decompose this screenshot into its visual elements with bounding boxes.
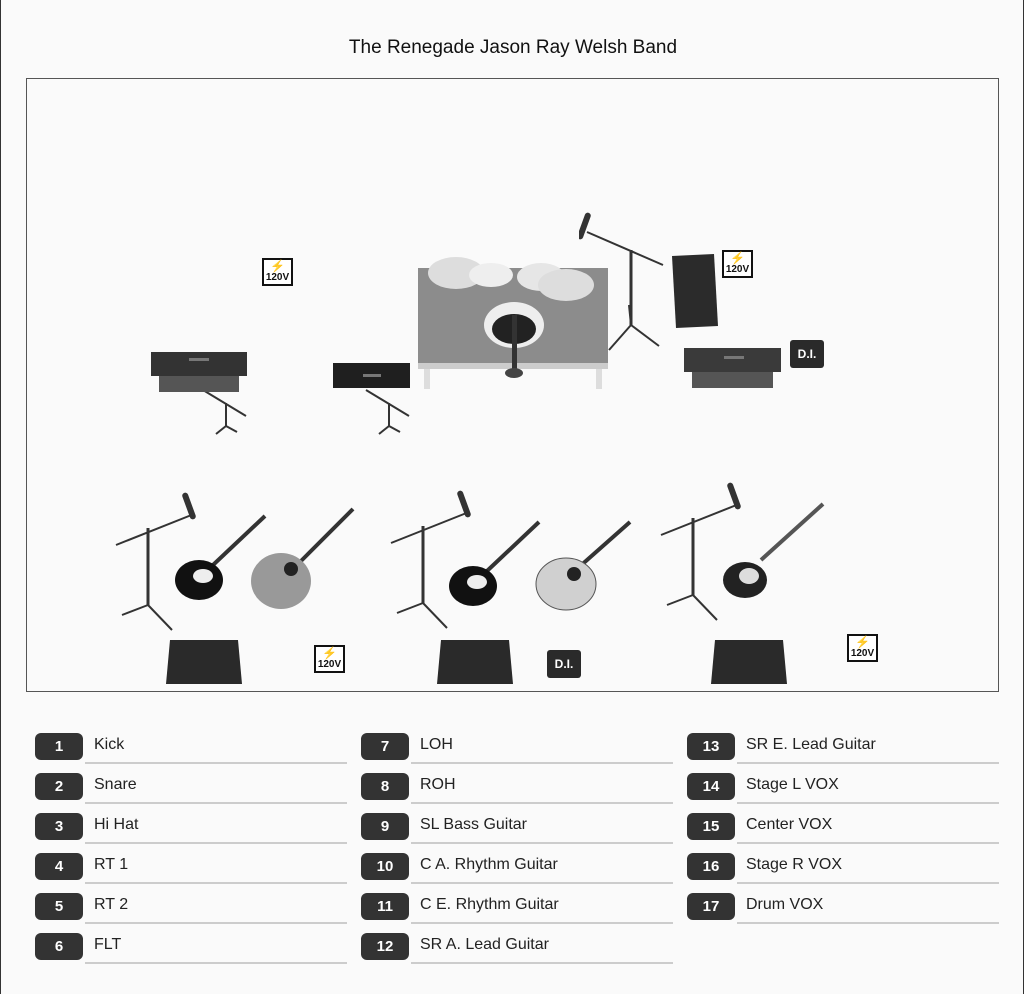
channel-number-badge: 10 xyxy=(361,853,409,880)
input-list-item: 11 C E. Rhythm Guitar xyxy=(361,893,673,924)
channel-label: Stage R VOX xyxy=(746,856,843,873)
divider xyxy=(737,842,999,844)
input-list-item: 1 Kick xyxy=(35,733,347,764)
divider xyxy=(85,882,347,884)
instrument-mic-stand-icon xyxy=(365,389,410,435)
channel-number-badge: 1 xyxy=(35,733,83,760)
channel-label: Hi Hat xyxy=(94,816,139,833)
input-list-item: 16 Stage R VOX xyxy=(687,853,999,884)
channel-number-badge: 4 xyxy=(35,853,83,880)
power-outlet-icon: ⚡120V xyxy=(847,634,878,662)
power-outlet-icon: ⚡120V xyxy=(262,258,293,286)
input-list-item: 7 LOH xyxy=(361,733,673,764)
di-box-icon: D.I. xyxy=(547,650,581,678)
channel-label: SR A. Lead Guitar xyxy=(420,936,549,953)
vocal-mic-stand-icon xyxy=(390,490,471,629)
bass-amp-icon xyxy=(333,363,410,388)
channel-label: SR E. Lead Guitar xyxy=(746,736,876,753)
boom-mic-stand-icon xyxy=(579,212,664,351)
channel-label: FLT xyxy=(94,936,122,953)
input-list-item: 12 SR A. Lead Guitar xyxy=(361,933,673,964)
channel-label: RT 2 xyxy=(94,896,129,913)
floor-monitor-icon xyxy=(166,640,242,684)
channel-label: Snare xyxy=(94,776,137,793)
divider xyxy=(737,882,999,884)
channel-label: LOH xyxy=(420,736,453,753)
channel-number-badge: 12 xyxy=(361,933,409,960)
power-outlet-icon: ⚡120V xyxy=(722,250,753,278)
channel-number-badge: 5 xyxy=(35,893,83,920)
instrument-mic-stand-icon xyxy=(202,389,247,435)
vocal-mic-stand-icon xyxy=(115,492,196,631)
channel-label: RT 1 xyxy=(94,856,129,873)
divider xyxy=(411,882,673,884)
channel-number-badge: 8 xyxy=(361,773,409,800)
floor-monitor-icon xyxy=(437,640,513,684)
stage-area xyxy=(26,78,999,692)
channel-number-badge: 17 xyxy=(687,893,735,920)
divider xyxy=(411,842,673,844)
divider xyxy=(737,762,999,764)
divider xyxy=(85,762,347,764)
power-outlet-icon: ⚡120V xyxy=(314,645,345,673)
channel-label: Kick xyxy=(94,736,125,753)
bass-guitar-icon xyxy=(723,502,825,598)
channel-number-badge: 14 xyxy=(687,773,735,800)
vocal-mic-stand-icon xyxy=(660,482,741,621)
input-list-item: 2 Snare xyxy=(35,773,347,804)
channel-number-badge: 9 xyxy=(361,813,409,840)
divider xyxy=(85,842,347,844)
input-list-item: 10 C A. Rhythm Guitar xyxy=(361,853,673,884)
divider xyxy=(411,802,673,804)
divider xyxy=(411,762,673,764)
guitar-amp-icon xyxy=(684,348,781,388)
divider xyxy=(85,802,347,804)
input-list-item: 13 SR E. Lead Guitar xyxy=(687,733,999,764)
channel-number-badge: 16 xyxy=(687,853,735,880)
band-title: The Renegade Jason Ray Welsh Band xyxy=(348,37,678,58)
input-list-item: 17 Drum VOX xyxy=(687,893,999,924)
drum-kit-icon xyxy=(418,257,608,389)
divider xyxy=(411,962,673,964)
input-list-item: 9 SL Bass Guitar xyxy=(361,813,673,844)
pa-speaker-icon xyxy=(672,254,718,328)
channel-number-badge: 15 xyxy=(687,813,735,840)
input-list-item: 4 RT 1 xyxy=(35,853,347,884)
channel-label: Stage L VOX xyxy=(746,776,839,793)
channel-number-badge: 6 xyxy=(35,933,83,960)
input-list-item: 15 Center VOX xyxy=(687,813,999,844)
divider xyxy=(737,922,999,924)
channel-label: C A. Rhythm Guitar xyxy=(420,856,558,873)
floor-monitor-icon xyxy=(711,640,787,684)
input-list-item: 6 FLT xyxy=(35,933,347,964)
electric-guitar-icon xyxy=(449,520,541,606)
acoustic-guitar-icon xyxy=(535,520,632,611)
guitar-amp-icon xyxy=(151,352,247,392)
input-list-item: 14 Stage L VOX xyxy=(687,773,999,804)
channel-number-badge: 13 xyxy=(687,733,735,760)
channel-number-badge: 3 xyxy=(35,813,83,840)
divider xyxy=(737,802,999,804)
channel-label: C E. Rhythm Guitar xyxy=(420,896,559,913)
divider xyxy=(411,922,673,924)
channel-number-badge: 2 xyxy=(35,773,83,800)
channel-number-badge: 7 xyxy=(361,733,409,760)
acoustic-guitar-icon xyxy=(251,507,355,609)
input-list-item: 3 Hi Hat xyxy=(35,813,347,844)
channel-label: ROH xyxy=(420,776,456,793)
input-list-item: 5 RT 2 xyxy=(35,893,347,924)
channel-label: Center VOX xyxy=(746,816,833,833)
input-list-item: 8 ROH xyxy=(361,773,673,804)
channel-number-badge: 11 xyxy=(361,893,409,920)
divider xyxy=(85,922,347,924)
channel-label: SL Bass Guitar xyxy=(420,816,528,833)
divider xyxy=(85,962,347,964)
electric-guitar-icon xyxy=(175,514,267,600)
di-box-icon: D.I. xyxy=(790,340,824,368)
channel-label: Drum VOX xyxy=(746,896,824,913)
